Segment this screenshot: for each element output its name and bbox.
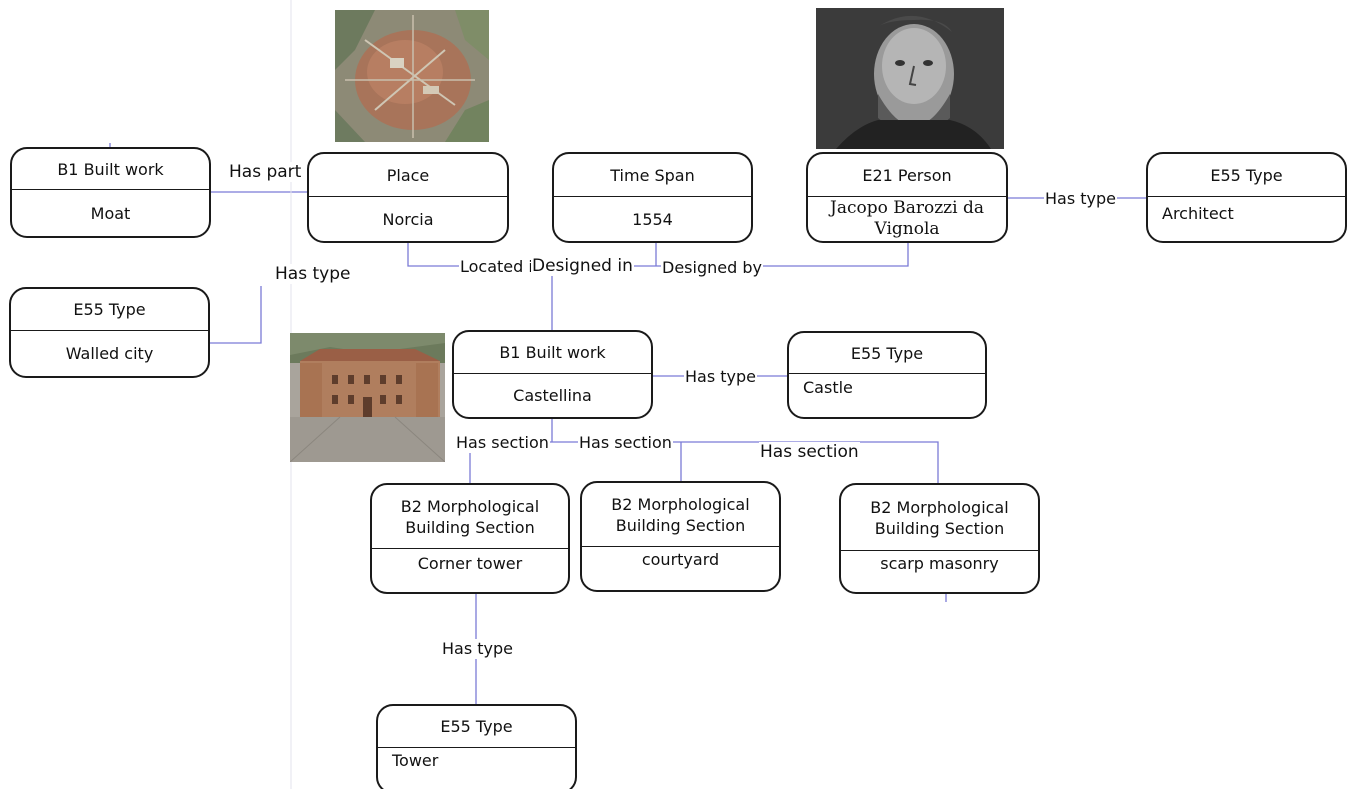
node-architect-type[interactable]: E55 Type Architect <box>1146 152 1347 243</box>
node-walled-city-type[interactable]: E55 Type Walled city <box>9 287 210 378</box>
node-value: Tower <box>392 751 439 770</box>
node-class-label: E55 Type <box>378 706 575 748</box>
node-class-label: E55 Type <box>11 289 208 331</box>
edge-label-designed-by: Designed by <box>661 258 763 278</box>
edge-label-has-section: Has section <box>578 433 673 453</box>
edge-label-has-type-walled: Has type <box>274 264 352 284</box>
edge-label-designed-in: Designed in <box>531 256 634 276</box>
node-value: Castellina <box>513 386 592 405</box>
node-value: Norcia <box>382 209 434 229</box>
node-value: Castle <box>803 378 853 397</box>
node-timespan[interactable]: Time Span 1554 <box>552 152 753 243</box>
node-class-label: Time Span <box>554 154 751 197</box>
node-class-label: B1 Built work <box>454 332 651 374</box>
node-class-label: B2 Morphological Building Section <box>582 483 779 547</box>
node-value: Walled city <box>65 344 154 363</box>
engraved-portrait <box>816 8 1004 149</box>
aerial-map-photo <box>335 10 489 142</box>
edge-label-has-type-castle: Has type <box>684 367 757 387</box>
node-class-label: E55 Type <box>789 333 985 374</box>
node-class-label: B2 Morphological Building Section <box>372 485 568 549</box>
node-class-label: Place <box>309 154 507 197</box>
node-scarp-masonry[interactable]: B2 Morphological Building Section scarp … <box>839 483 1040 594</box>
edge-label-has-type-person: Has type <box>1044 189 1117 209</box>
node-class-label: B1 Built work <box>12 149 209 190</box>
castle-building-photo <box>290 333 445 462</box>
node-value: 1554 <box>632 209 673 229</box>
node-place[interactable]: Place Norcia <box>307 152 509 243</box>
edge-label-has-section: Has section <box>759 442 860 462</box>
node-value: Jacopo Barozzi da Vignola <box>830 198 984 239</box>
edge-label-has-section: Has section <box>455 433 550 453</box>
node-value: Corner tower <box>417 554 523 573</box>
node-class-label: E55 Type <box>1148 154 1345 197</box>
node-value: scarp masonry <box>880 554 999 573</box>
edge-label-located-in: Located i <box>459 257 534 277</box>
edge-label-has-part: Has part <box>228 162 303 182</box>
node-courtyard[interactable]: B2 Morphological Building Section courty… <box>580 481 781 592</box>
node-castle-type[interactable]: E55 Type Castle <box>787 331 987 419</box>
node-corner-tower[interactable]: B2 Morphological Building Section Corner… <box>370 483 570 594</box>
node-class-label: E21 Person <box>808 154 1006 197</box>
node-value: courtyard <box>641 550 720 569</box>
edge-label-has-type-tower: Has type <box>441 639 514 659</box>
node-moat[interactable]: B1 Built work Moat <box>10 147 211 238</box>
node-value: Moat <box>90 203 131 223</box>
node-person[interactable]: E21 Person Jacopo Barozzi da Vignola <box>806 152 1008 243</box>
node-castellina[interactable]: B1 Built work Castellina <box>452 330 653 419</box>
node-class-label: B2 Morphological Building Section <box>841 485 1038 551</box>
node-value: Architect <box>1162 204 1234 223</box>
node-tower-type[interactable]: E55 Type Tower <box>376 704 577 789</box>
